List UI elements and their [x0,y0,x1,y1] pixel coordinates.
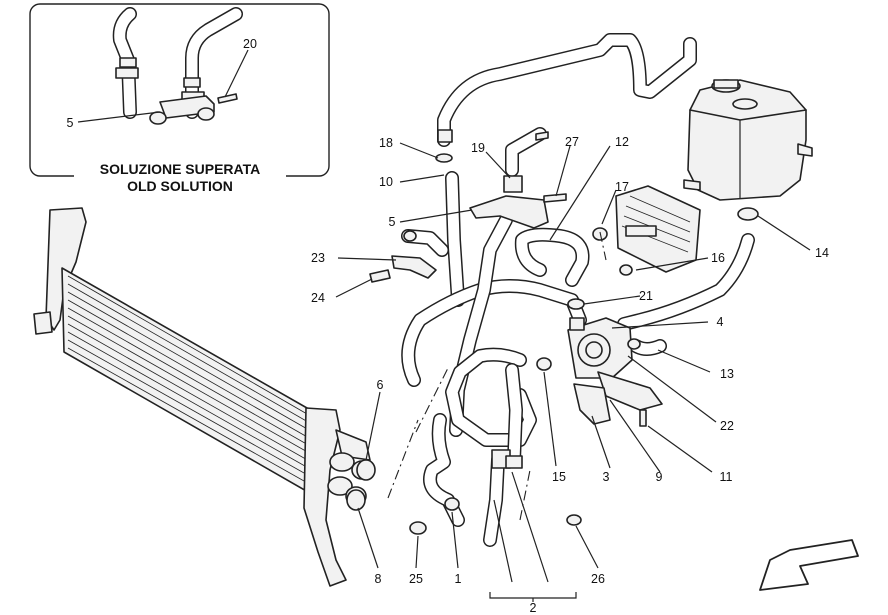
clamp-icon [197,107,215,121]
front-direction-arrow-icon [759,539,859,591]
callout-19: 19 [471,141,485,155]
leader-lines [335,142,811,602]
callout-24: 24 [311,291,325,305]
callout-23: 23 [311,251,325,265]
electric-pump [536,298,663,425]
coolant-hoses [401,33,755,547]
callout-21: 21 [639,289,653,303]
callout-1: 1 [455,572,462,586]
small-parts [346,129,647,535]
callout-5: 5 [389,215,396,229]
clamp-icon [149,111,167,125]
callout-labels: 20 5 18 10 19 27 12 17 5 14 23 16 21 24 … [67,37,829,615]
callout-6: 6 [377,378,384,392]
connection-lines [387,231,607,521]
callout-26: 26 [591,572,605,586]
callout-8: 8 [375,572,382,586]
expansion-tank [683,79,813,221]
callout-15: 15 [552,470,566,484]
callout-18: 18 [379,136,393,150]
callout-9: 9 [656,470,663,484]
callout-13: 13 [720,367,734,381]
callout-16: 16 [711,251,725,265]
callout-2: 2 [530,601,537,615]
inset-title-it: SOLUZIONE SUPERATA [100,161,261,177]
callout-11: 11 [720,470,733,484]
callout-17: 17 [615,180,629,194]
callout-25: 25 [409,572,423,586]
inset-title-en: OLD SOLUTION [127,178,233,194]
callout-4: 4 [717,315,724,329]
heat-exchanger [33,207,373,587]
callout-22: 22 [720,419,734,433]
callout-20: 20 [243,37,257,51]
callout-10: 10 [379,175,393,189]
old-solution-inset: SOLUZIONE SUPERATA OLD SOLUTION [29,3,330,200]
callout-27: 27 [565,135,579,149]
callout-5-inset: 5 [67,116,74,130]
callout-14: 14 [815,246,829,260]
oil-cooler [592,185,701,276]
callout-12: 12 [615,135,629,149]
callout-3: 3 [603,470,610,484]
